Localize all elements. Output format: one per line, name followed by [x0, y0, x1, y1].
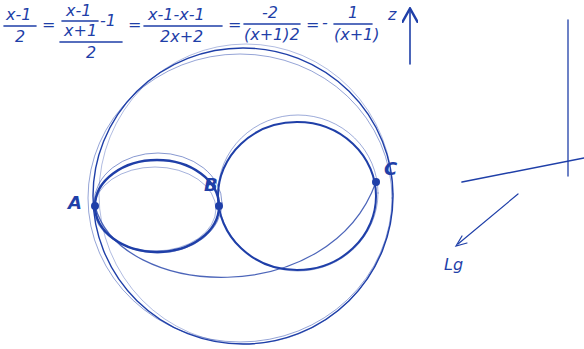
equals-sign: =	[42, 16, 55, 34]
sketch-tick	[456, 236, 467, 246]
point-label: B	[204, 176, 218, 194]
outer-circle	[99, 44, 393, 344]
denominator: x+1	[64, 22, 97, 40]
fraction-bar	[60, 41, 122, 43]
fraction-bar	[4, 25, 36, 27]
numerator: x-1-x-1	[148, 6, 205, 24]
numerator: x-1	[66, 2, 91, 20]
numerator: 1	[348, 4, 358, 22]
circle-bc	[218, 122, 376, 270]
point-label: A	[68, 194, 82, 212]
sketch-line	[567, 20, 568, 176]
sketch-line	[458, 194, 518, 244]
sign: -	[322, 14, 328, 32]
equals-sign: =	[228, 16, 241, 34]
circle-ab	[94, 167, 216, 251]
circle-bc	[218, 115, 378, 271]
denominator: 2	[15, 28, 25, 46]
term: -1	[100, 12, 116, 30]
point-label: C	[384, 160, 397, 178]
numerator: x-1	[6, 6, 31, 24]
arc	[95, 182, 376, 277]
point-dot	[215, 202, 223, 210]
denominator: (x+1)	[334, 26, 380, 44]
fraction-bar	[144, 25, 222, 27]
equals-sign: =	[306, 16, 319, 34]
axis-arrow	[409, 10, 411, 64]
numerator: -2	[262, 4, 278, 22]
denominator: 2	[86, 44, 96, 62]
fraction-bar	[244, 23, 300, 25]
line-label: Lg	[444, 256, 463, 274]
point-dot	[372, 178, 380, 186]
axis-label: z	[388, 6, 396, 24]
sketch-line	[462, 158, 584, 182]
equals-sign: =	[128, 16, 141, 34]
denominator: 2x+2	[160, 28, 203, 46]
point-dot	[91, 202, 99, 210]
denominator: (x+1)2	[244, 26, 300, 44]
fraction-bar	[334, 23, 372, 25]
